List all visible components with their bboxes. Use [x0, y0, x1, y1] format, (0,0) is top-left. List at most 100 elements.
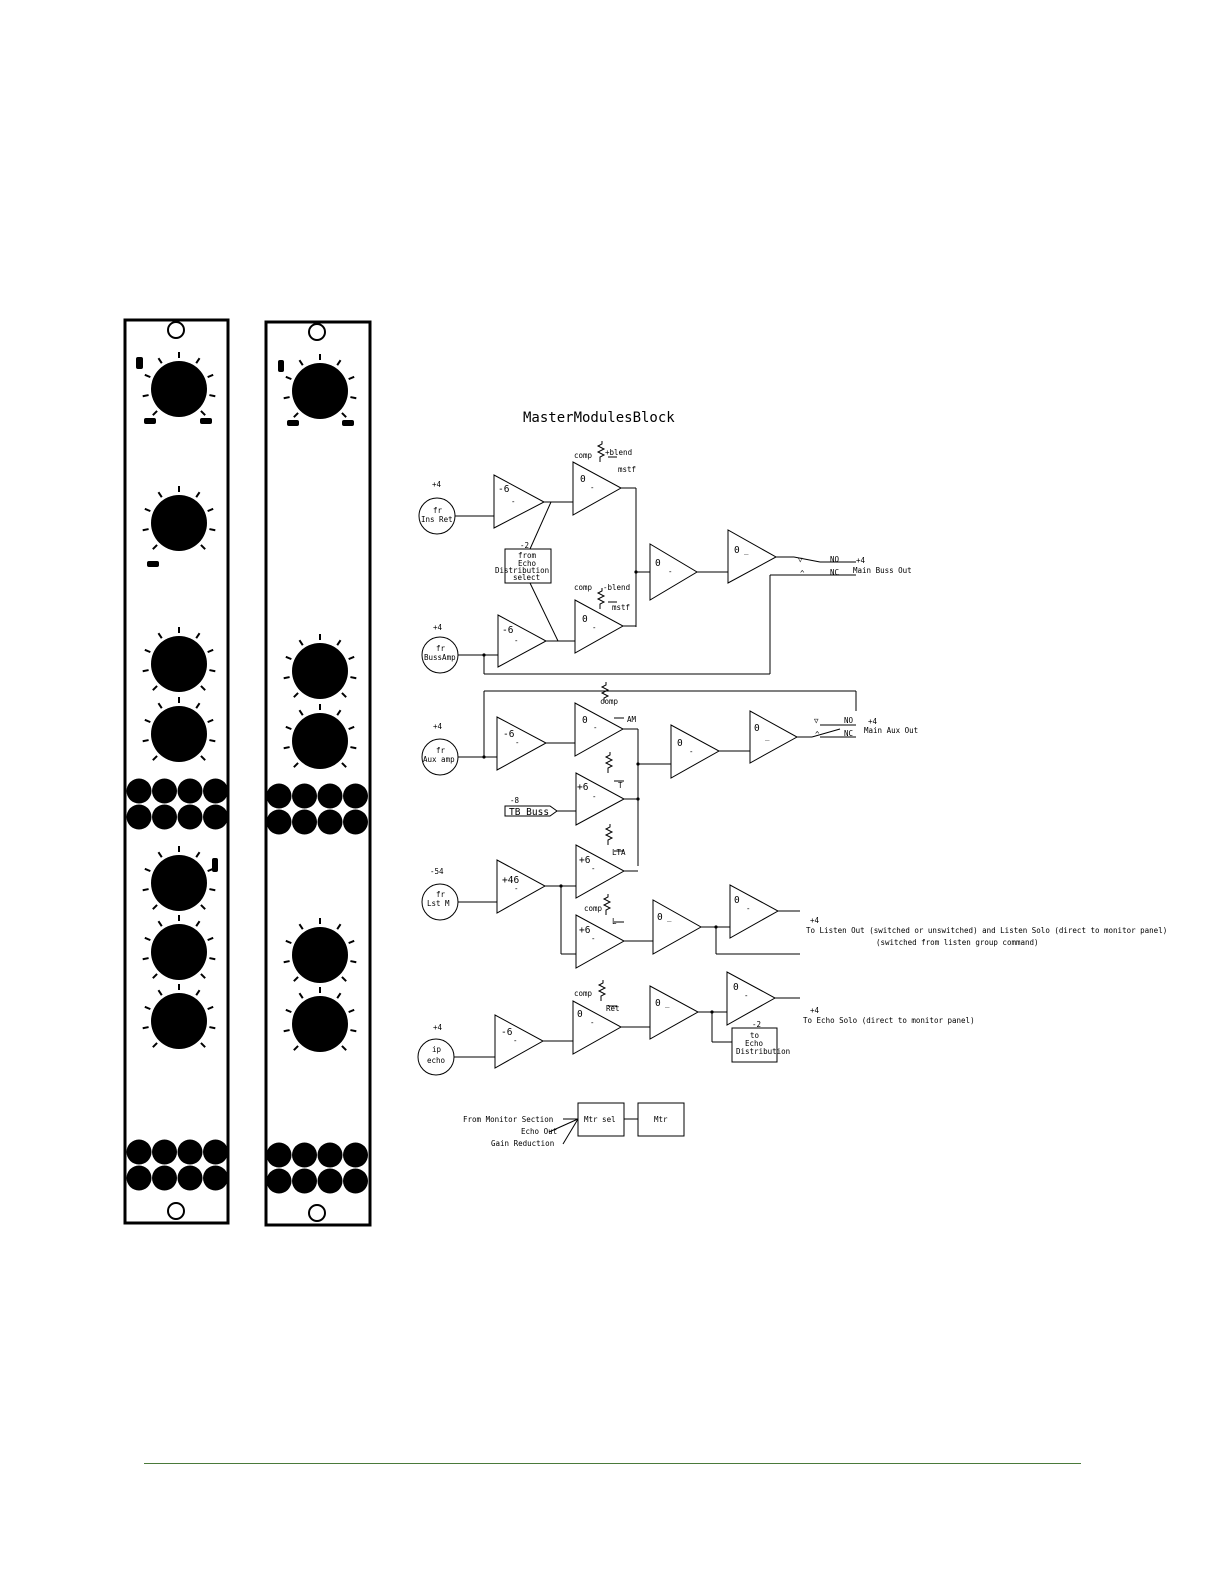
push-button — [152, 804, 177, 830]
main-aux-no-arrow: ▽ — [814, 716, 819, 725]
knob-tick — [293, 976, 299, 982]
knob-tick — [336, 923, 342, 930]
knob — [292, 713, 348, 769]
echo-dist-line1: to — [750, 1031, 760, 1040]
meter-select-label: Mtr sel — [584, 1115, 616, 1124]
knob-tick — [298, 639, 304, 646]
knob-tick — [195, 920, 201, 927]
knob-tick — [207, 718, 214, 724]
knob-tick — [283, 1029, 290, 1033]
amp-b5 — [575, 772, 626, 826]
knob-tick — [152, 1042, 158, 1048]
indicator-tab — [212, 858, 218, 872]
amp-c1-gain: +46 — [502, 875, 519, 886]
amp-a4-minus: _ — [744, 546, 749, 555]
echo-solo-label: To Echo Solo (direct to monitor panel) — [803, 1016, 975, 1025]
knob-tick — [157, 920, 163, 927]
push-button — [177, 804, 203, 830]
knob-tick — [293, 1045, 299, 1051]
push-button — [266, 1168, 292, 1194]
indicator-tab — [147, 561, 159, 567]
amp-c4 — [729, 884, 780, 939]
knob-tick — [298, 359, 304, 366]
blend-positive: +blend — [605, 448, 632, 457]
input-echo-line2: echo — [427, 1056, 446, 1065]
ret-label: Ret — [606, 1004, 620, 1013]
main-aux-label: Main Aux Out — [864, 726, 918, 735]
echo-select-level: -2 — [520, 541, 529, 550]
tb-buss-label: TB Buss — [509, 807, 549, 818]
knob-tick — [283, 960, 290, 964]
knob — [151, 495, 207, 551]
knob-tick — [144, 648, 151, 654]
knob-tick — [152, 544, 158, 550]
indicator-tab — [287, 420, 299, 426]
knob — [151, 855, 207, 911]
knob-tick — [144, 1005, 151, 1011]
knob — [292, 643, 348, 699]
amp-b4-minus: _ — [765, 732, 770, 741]
push-button — [343, 809, 368, 835]
knob-tick — [195, 702, 201, 709]
push-button — [317, 809, 343, 835]
push-button — [177, 1139, 203, 1165]
echo-select-line2: Echo — [518, 559, 537, 568]
knob-tick — [283, 676, 290, 680]
input-ins-ret-line1: fr — [433, 506, 443, 515]
knob — [151, 924, 207, 980]
push-button — [266, 809, 292, 835]
knob-tick — [348, 939, 355, 945]
knob-tick — [209, 1026, 216, 1030]
amp-b4-gain: 0 — [754, 723, 760, 734]
input-aux-amp-line2: Aux amp — [423, 755, 455, 764]
mount-hole — [308, 1204, 326, 1222]
main-buss-no-arrow: ▽ — [798, 555, 803, 564]
amp-a5-gain: -6 — [502, 625, 514, 636]
push-button — [317, 1142, 343, 1168]
knob-tick — [144, 718, 151, 724]
amp-b5-gain: +6 — [577, 782, 589, 793]
input-aux-amp-line1: fr — [436, 746, 446, 755]
knob — [151, 361, 207, 417]
knob-tick — [285, 1008, 292, 1014]
input-ins-ret-line2: Ins Ret — [421, 515, 453, 524]
echo-select-line4: select — [513, 573, 540, 582]
amp-a4-gain: 0 — [734, 545, 740, 556]
amp-a3-gain: 0 — [655, 558, 661, 569]
echo-select-line1: from — [518, 551, 537, 560]
main-buss-level: +4 — [856, 556, 866, 565]
knob-tick — [285, 375, 292, 381]
mount-hole — [167, 321, 185, 339]
amp-b3-gain: 0 — [677, 738, 683, 749]
knob-tick — [200, 973, 206, 979]
amp-a4 — [727, 529, 778, 584]
knob-tick — [341, 1045, 347, 1051]
comp-label-3: comp — [600, 697, 619, 706]
knob-tick — [350, 746, 357, 750]
main-buss-nc-arrow: ^ — [800, 569, 805, 578]
knob-tick — [350, 960, 357, 964]
knob-tick — [142, 1026, 149, 1030]
input-aux-amp-level: +4 — [433, 722, 443, 731]
knob-tick — [348, 1008, 355, 1014]
knob-tick — [293, 412, 299, 418]
amp-a6 — [574, 599, 625, 654]
main-aux-no: NO — [844, 716, 854, 725]
knob-tick — [209, 957, 216, 961]
push-button — [292, 809, 317, 835]
knob-tick — [209, 394, 216, 398]
knob-tick — [195, 357, 201, 364]
push-button — [126, 778, 152, 804]
am-label: AM — [627, 715, 637, 724]
push-button — [152, 1165, 177, 1191]
meter-source-monitor: From Monitor Section — [463, 1115, 553, 1124]
front-panel-2 — [264, 320, 372, 1227]
knob-tick — [207, 507, 214, 513]
knob-tick — [195, 851, 201, 858]
knob-tick — [142, 394, 149, 398]
input-ins-ret-level: +4 — [432, 480, 442, 489]
knob-tick — [157, 989, 163, 996]
amp-a6-minus: - — [592, 623, 597, 632]
knob-tick — [350, 1029, 357, 1033]
push-button — [177, 1165, 203, 1191]
